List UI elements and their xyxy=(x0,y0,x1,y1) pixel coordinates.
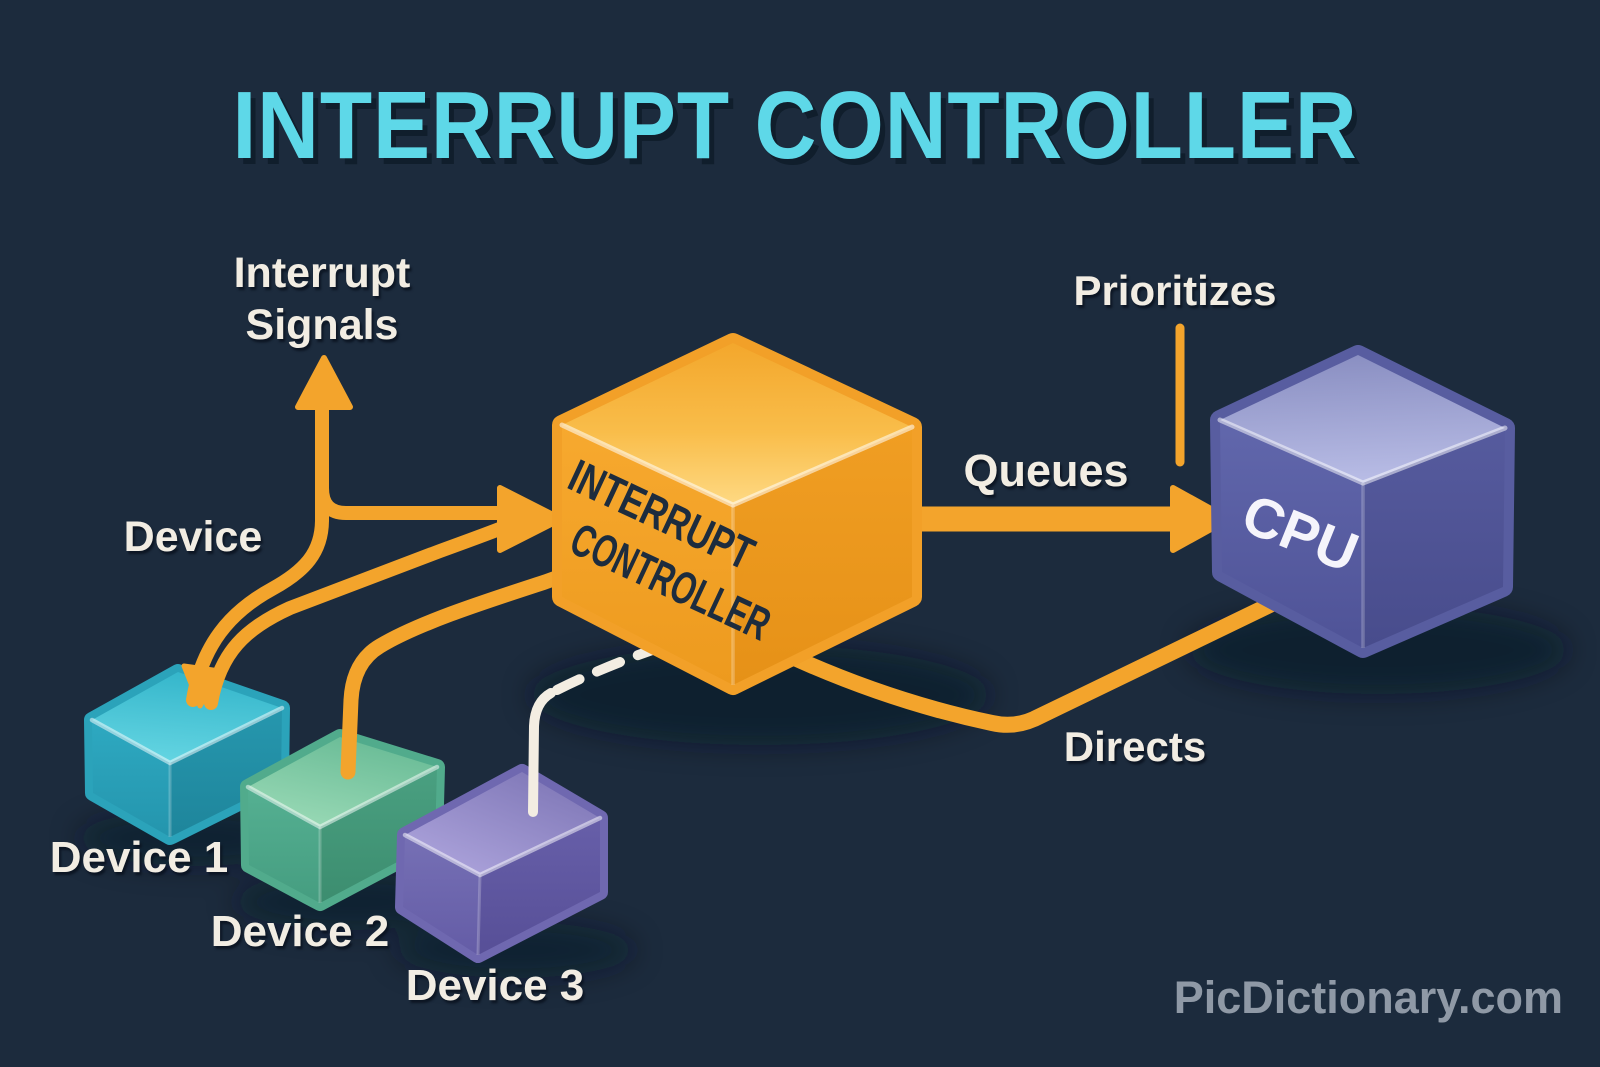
device1-top-face xyxy=(92,672,282,763)
signal-cables xyxy=(186,323,1288,780)
device2-left-face xyxy=(248,787,320,903)
controller-shadow xyxy=(530,645,990,745)
directs-path xyxy=(782,592,1288,733)
controller-right-face xyxy=(733,427,912,685)
device2-box xyxy=(240,729,445,911)
controller-left-face xyxy=(562,425,733,685)
prioritizes-label: Prioritizes xyxy=(1073,267,1276,314)
labels: INTERRUPT CONTROLLER Interrupt Signals D… xyxy=(50,72,1358,1010)
cpu-right-face xyxy=(1363,428,1505,648)
device3-top-face xyxy=(405,772,600,875)
page-title: INTERRUPT CONTROLLER xyxy=(233,72,1358,179)
device1-box xyxy=(84,664,290,845)
device-label: Device xyxy=(124,513,263,561)
device3-link-solid xyxy=(528,688,556,817)
controller-edge-highlight xyxy=(559,422,915,508)
device2-top-face xyxy=(248,737,437,827)
device3-front-edge xyxy=(476,874,482,956)
device3-right-face xyxy=(478,818,600,955)
cpu-arrowhead xyxy=(1170,485,1232,553)
device2-label: Device 2 xyxy=(211,907,390,956)
device1-right-face xyxy=(170,708,282,837)
cpu-left-face xyxy=(1220,420,1363,648)
cpu-edge-highlight xyxy=(1217,417,1508,486)
interrupt-signals-label-line2: Signals xyxy=(246,301,399,349)
controller-cube: INTERRUPT CONTROLLER xyxy=(552,333,922,695)
device3-box xyxy=(395,764,608,963)
device2-edge-highlight xyxy=(245,764,440,830)
signals-branch-to-controller xyxy=(315,481,509,520)
device1-to-controller-cable xyxy=(204,521,509,710)
directs-label: Directs xyxy=(1064,723,1206,770)
device3-label: Device 3 xyxy=(406,961,585,1010)
device1-label: Device 1 xyxy=(50,833,229,882)
cpu-cube: CPU xyxy=(1210,345,1515,658)
device1-down-arrowhead xyxy=(181,663,223,709)
device2-to-controller-cable xyxy=(340,565,578,780)
interrupt-signals-arrowhead xyxy=(295,355,353,410)
device2-right-face xyxy=(320,767,437,903)
device1-edge-highlight xyxy=(89,705,285,766)
device3-edge-highlight xyxy=(402,815,603,878)
controller-arrowhead xyxy=(497,485,564,553)
arrowheads xyxy=(181,355,1232,709)
watermark: PicDictionary.com xyxy=(1174,972,1563,1023)
interrupt-signals-label-line1: Interrupt xyxy=(234,249,411,297)
device1-left-face xyxy=(92,720,170,837)
queues-label: Queues xyxy=(963,445,1128,496)
device1-to-signals-cable xyxy=(186,395,329,707)
